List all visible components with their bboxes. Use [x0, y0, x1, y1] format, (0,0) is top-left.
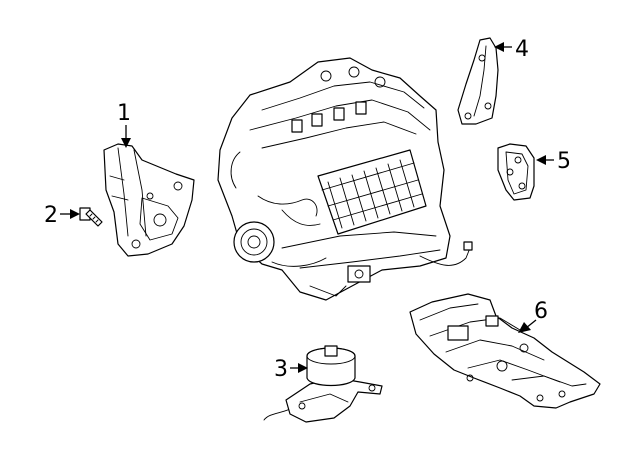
callout-1-arrowhead [121, 138, 131, 148]
callout-1: 1 [117, 101, 131, 148]
callout-4: 4 [494, 37, 529, 62]
part-6-crossmember [409, 293, 601, 409]
part-1-engine-mount-bracket [103, 143, 195, 257]
callout-6-label: 6 [534, 299, 548, 324]
part-2-bolt [79, 207, 103, 227]
engine-assembly [217, 57, 473, 301]
part-3-engine-mount [263, 345, 383, 423]
part-5-mount-plate [497, 143, 535, 201]
callout-6-arrowhead [518, 322, 531, 333]
callout-4-arrowhead [494, 42, 504, 52]
callout-2-label: 2 [44, 203, 58, 228]
callout-1-label: 1 [117, 101, 131, 126]
callout-6: 6 [518, 299, 548, 333]
callout-3-label: 3 [274, 357, 288, 382]
callout-3-arrowhead [298, 363, 308, 373]
callout-5-arrowhead [536, 155, 546, 165]
part-4-bracket [457, 37, 499, 125]
callout-4-label: 4 [515, 37, 529, 62]
callout-3: 3 [274, 357, 308, 382]
callout-2: 2 [44, 203, 80, 228]
callout-5-label: 5 [557, 149, 571, 174]
callout-2-arrowhead [70, 209, 80, 219]
callout-5: 5 [536, 149, 571, 174]
